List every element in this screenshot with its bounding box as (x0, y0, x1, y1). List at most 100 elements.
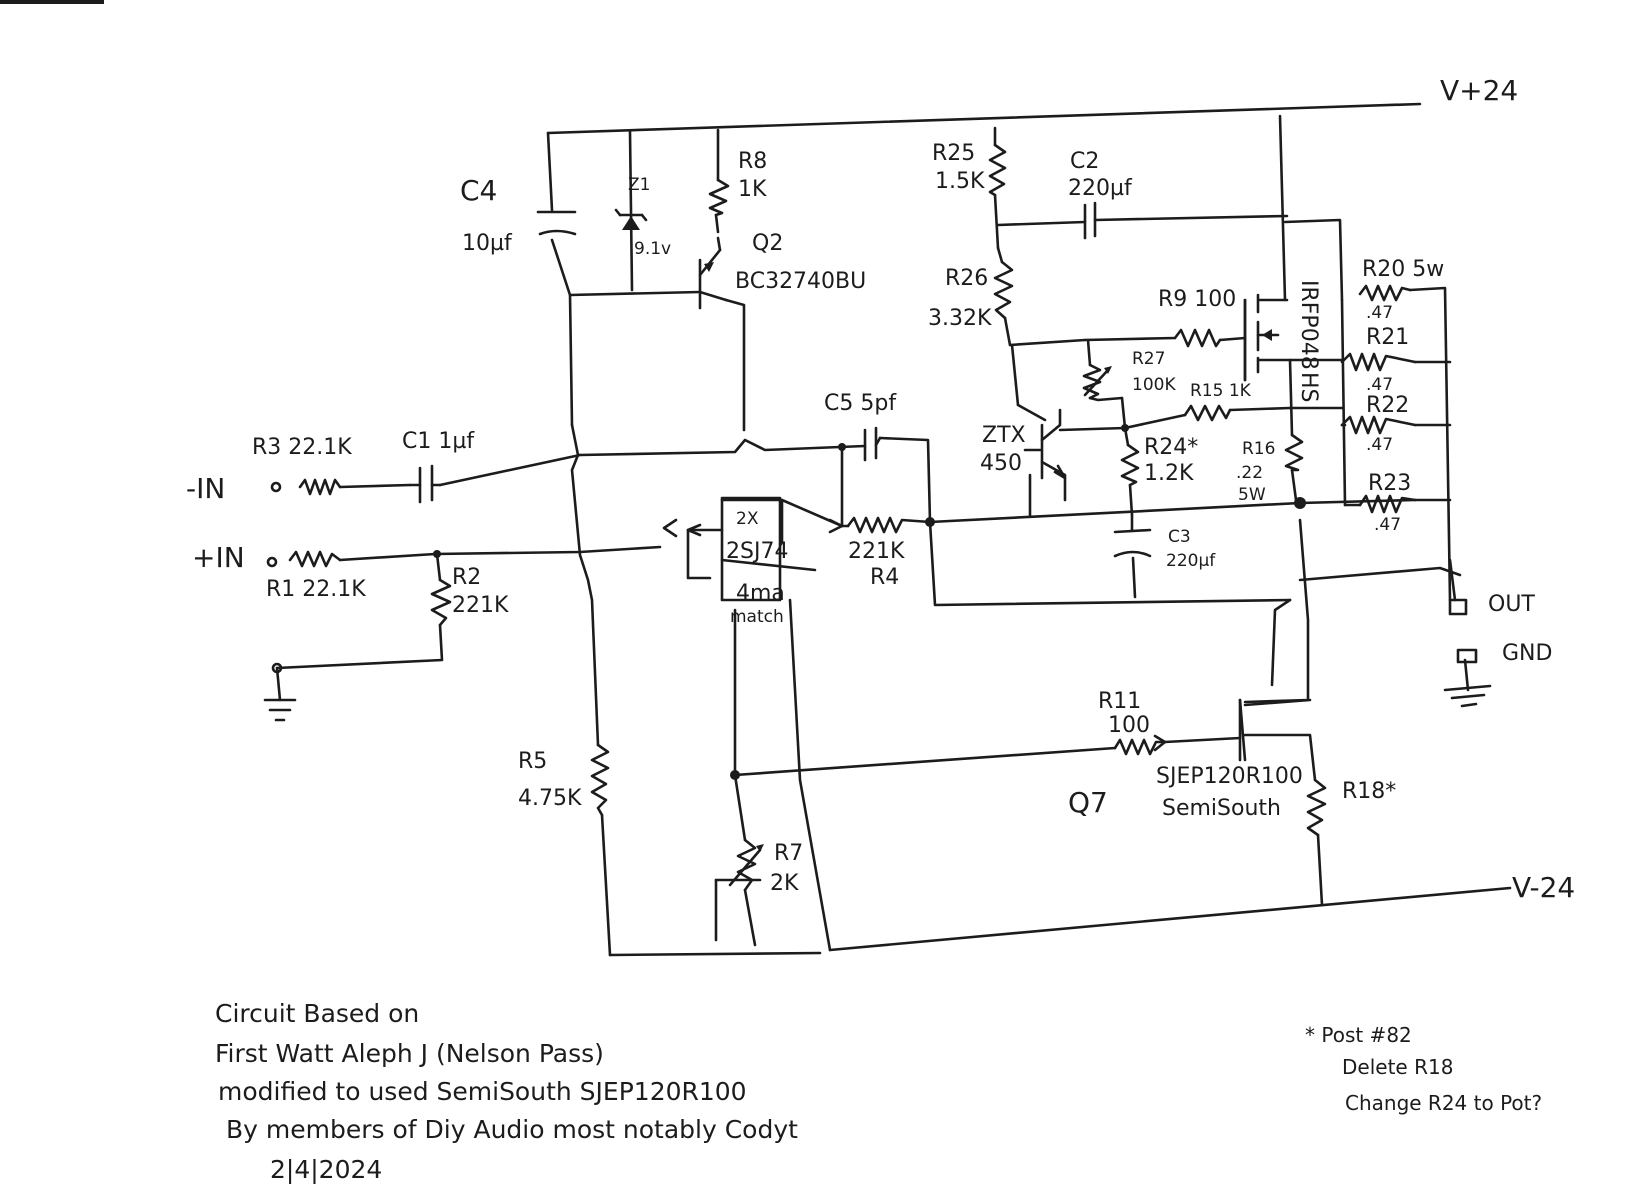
r8-value-label: 1K (738, 177, 767, 202)
junction-dots (433, 424, 1306, 780)
post-line-1: * Post #82 (1305, 1023, 1412, 1047)
z1-value-label: 9.1v (634, 239, 671, 259)
r3-resistor-symbol (298, 478, 342, 496)
r25-value-label: 1.5K (935, 169, 985, 194)
r18-resistor-symbol (1306, 778, 1327, 837)
jfet-part-label: 2SJ74 (726, 539, 788, 564)
r27-pot-symbol (1082, 363, 1112, 400)
credit-line-3: modified to used SemiSouth SJEP120R100 (218, 1077, 747, 1106)
r20-label: R20 5w (1362, 257, 1444, 282)
r21-value-label: .47 (1366, 375, 1393, 395)
r9-resistor-symbol (1173, 328, 1222, 348)
r5-ref-label: R5 (518, 749, 547, 774)
r2-ref-label: R2 (452, 565, 481, 590)
hs-label: HS (1296, 372, 1321, 403)
r20-value-label: .47 (1366, 303, 1393, 323)
r9-label: R9 100 (1158, 287, 1236, 312)
r7-pot-symbol (728, 838, 764, 892)
r25-resistor-symbol (988, 143, 1007, 197)
irfp048-mosfet-symbol (1243, 293, 1280, 382)
gnd-terminal (1456, 648, 1478, 664)
r2-value-label: 221K (452, 593, 509, 618)
r26-resistor-symbol (993, 260, 1014, 320)
c3-capacitor-symbol (1113, 528, 1152, 558)
scan-corner-mark (0, 0, 104, 4)
r21-ref-label: R21 (1366, 325, 1409, 350)
plus-in-terminal (266, 556, 278, 568)
r4-arrow-symbol (828, 518, 844, 534)
vneg-rail-label: V-24 (1512, 871, 1575, 904)
z1-zener-symbol (614, 208, 648, 230)
vpos-rail-label: V+24 (1440, 74, 1518, 107)
r16-resistor-symbol (1284, 433, 1304, 472)
r4-value-label: 221K (848, 539, 905, 564)
r22-resistor-symbol (1340, 415, 1417, 435)
r1-label: R1 22.1K (266, 577, 366, 602)
z1-ref-label: Z1 (628, 175, 650, 195)
r24-value-label: 1.2K (1144, 461, 1194, 486)
r25-ref-label: R25 (932, 141, 975, 166)
ztx-value-label: 450 (980, 451, 1022, 476)
jfet-2sj74-symbol (662, 496, 782, 602)
r8-resistor-symbol (708, 178, 730, 217)
post-note: * Post #82 Delete R18 Change R24 to Pot? (1305, 1023, 1542, 1115)
c3-value-label: 220µf (1166, 551, 1216, 571)
r1-resistor-symbol (288, 550, 342, 568)
ztx-ref-label: ZTX (982, 423, 1026, 448)
r20-resistor-symbol (1358, 284, 1412, 302)
r23-resistor-symbol (1358, 494, 1417, 514)
r5-value-label: 4.75K (518, 786, 582, 811)
credit-date: 2|4|2024 (270, 1155, 382, 1184)
r27-value-label: 100K (1132, 375, 1176, 395)
credit-note: Circuit Based on First Watt Aleph J (Nel… (215, 999, 798, 1184)
c1-label: C1 1µf (402, 429, 475, 454)
r16-value-label: .22 (1236, 463, 1263, 483)
r21-resistor-symbol (1340, 352, 1417, 372)
c1-capacitor-symbol (408, 464, 442, 504)
credit-line-2: First Watt Aleph J (Nelson Pass) (215, 1039, 604, 1068)
post-line-3: Change R24 to Pot? (1345, 1091, 1542, 1115)
q7-maker-label: SemiSouth (1162, 796, 1281, 821)
credit-line-1: Circuit Based on (215, 999, 419, 1028)
r24-ref-label: R24* (1144, 435, 1198, 460)
minus-in-terminal (270, 481, 282, 493)
r15-label: R15 1K (1190, 381, 1252, 401)
r15-resistor-symbol (1183, 404, 1232, 422)
r16-power-label: 5W (1238, 485, 1266, 505)
r16-ref-label: R16 (1242, 439, 1275, 459)
r11-ref-label: R11 (1098, 689, 1141, 714)
ground-terminal (271, 662, 283, 674)
q7-part-label: SJEP120R100 (1156, 764, 1303, 789)
r7-value-label: 2K (770, 871, 799, 896)
gnd-label: GND (1502, 641, 1552, 666)
r7-ref-label: R7 (774, 841, 803, 866)
c3-ref-label: C3 (1168, 527, 1191, 547)
r11-resistor-symbol (1113, 738, 1167, 756)
post-line-2: Delete R18 (1342, 1055, 1453, 1079)
q7-ref-label: Q7 (1068, 786, 1108, 819)
c5-capacitor-symbol (838, 426, 882, 462)
r11-value-label: 100 (1108, 713, 1150, 738)
c2-capacitor-symbol (1083, 201, 1097, 240)
minus-in-label: -IN (186, 472, 225, 505)
c2-value-label: 220µf (1068, 176, 1133, 201)
r27-ref-label: R27 (1132, 349, 1165, 369)
out-label: OUT (1488, 592, 1535, 617)
r23-ref-label: R23 (1368, 471, 1411, 496)
r5-resistor-symbol (590, 743, 610, 817)
labels: V+24 V-24 -IN +IN OUT GND C4 10µf Z1 9.1… (186, 74, 1575, 904)
c4-capacitor-symbol (536, 210, 577, 236)
r4-resistor-symbol (846, 516, 932, 534)
component-symbols (266, 143, 1478, 892)
jfet-match1-label: 4ma (736, 581, 785, 606)
c4-ref-label: C4 (460, 174, 497, 207)
q2-ref-label: Q2 (752, 231, 783, 256)
credit-line-4: By members of Diy Audio most notably Cod… (226, 1115, 798, 1144)
jfet-match2-label: match (730, 607, 784, 627)
r23-value-label: .47 (1374, 515, 1401, 535)
q2-part-label: BC32740BU (735, 269, 866, 294)
r26-value-label: 3.32K (928, 306, 992, 331)
r22-value-label: .47 (1366, 435, 1393, 455)
r4-ref-label: R4 (870, 565, 899, 590)
